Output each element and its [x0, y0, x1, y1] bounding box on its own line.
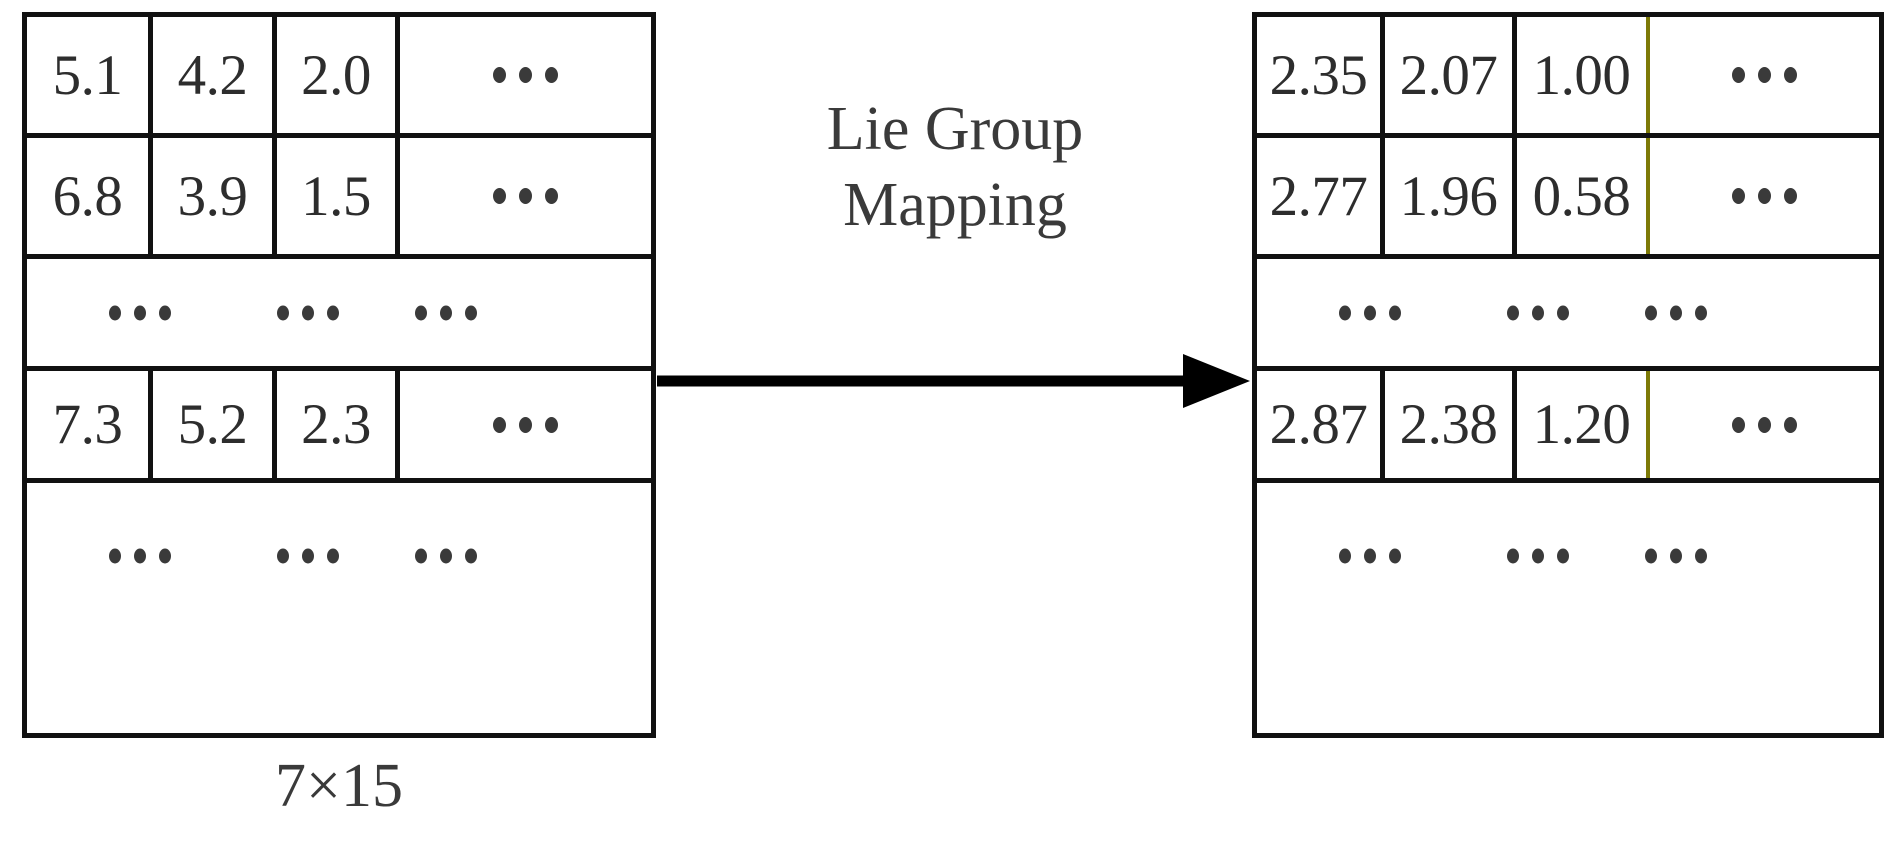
- ellipsis-icon: [1732, 188, 1797, 204]
- matrix-cell: 1.00: [1517, 17, 1650, 133]
- table-row-ellipsis: [27, 259, 651, 371]
- matrix-cell: 4.2: [153, 17, 277, 133]
- table-row: 2.35 2.07 1.00: [1257, 17, 1879, 138]
- ellipsis-icon: [1732, 67, 1797, 83]
- ellipsis-icon: [1339, 548, 1401, 563]
- input-feature-matrix: 5.1 4.2 2.0 6.8 3.9 1.5: [22, 12, 656, 738]
- matrix-cell: 7.3: [27, 371, 153, 478]
- matrix-cell: 2.38: [1385, 371, 1517, 478]
- matrix-cell-ellipsis-row: [1257, 483, 1879, 628]
- matrix-cell: 2.07: [1385, 17, 1517, 133]
- matrix-cell-ellipsis-row: [27, 259, 651, 366]
- ellipsis-icon: [493, 188, 558, 204]
- matrix-cell: 2.3: [277, 371, 400, 478]
- matrix-cell: 0.58: [1517, 138, 1650, 254]
- table-row: 2.87 2.38 1.20: [1257, 371, 1879, 483]
- ellipsis-icon: [493, 416, 558, 433]
- matrix-cell: 5.2: [153, 371, 277, 478]
- matrix-cell: 2.87: [1257, 371, 1385, 478]
- matrix-cell-ellipsis: [1650, 371, 1879, 478]
- mapping-label: Lie Group Mapping: [660, 92, 1250, 243]
- table-row: 2.77 1.96 0.58: [1257, 138, 1879, 259]
- matrix-dimension-caption: 7×15: [275, 752, 403, 820]
- ellipsis-icon: [1645, 548, 1707, 563]
- ellipsis-icon: [1339, 305, 1401, 320]
- ellipsis-icon: [415, 305, 477, 320]
- ellipsis-icon: [1507, 305, 1569, 320]
- table-row: 7.3 5.2 2.3: [27, 371, 651, 483]
- matrix-cell: 3.9: [153, 138, 277, 254]
- lie-group-mapped-matrix: 2.35 2.07 1.00 2.77 1.96 0.58: [1252, 12, 1884, 738]
- matrix-cell: 2.77: [1257, 138, 1385, 254]
- mapping-label-line-1: Lie Group: [826, 95, 1084, 163]
- table-row: 5.1 4.2 2.0: [27, 17, 651, 138]
- table-row-ellipsis: [1257, 483, 1879, 628]
- ellipsis-icon: [1507, 548, 1569, 563]
- matrix-cell: 1.5: [277, 138, 400, 254]
- matrix-cell-ellipsis-row: [27, 483, 651, 628]
- ellipsis-icon: [109, 305, 171, 320]
- table-row-ellipsis: [27, 483, 651, 628]
- matrix-cell: 2.0: [277, 17, 400, 133]
- ellipsis-icon: [493, 67, 558, 83]
- matrix-cell: 1.96: [1385, 138, 1517, 254]
- rightwards-arrow-icon: [657, 354, 1250, 408]
- table-row-ellipsis: [1257, 259, 1879, 371]
- ellipsis-icon: [415, 548, 477, 563]
- ellipsis-icon: [109, 548, 171, 563]
- matrix-cell: 1.20: [1517, 371, 1650, 478]
- table-row: 6.8 3.9 1.5: [27, 138, 651, 259]
- ellipsis-icon: [1732, 416, 1797, 433]
- matrix-cell: 6.8: [27, 138, 153, 254]
- ellipsis-icon: [277, 305, 339, 320]
- matrix-cell-ellipsis: [400, 17, 651, 133]
- matrix-cell-ellipsis: [400, 371, 651, 478]
- ellipsis-icon: [1645, 305, 1707, 320]
- matrix-cell-ellipsis: [400, 138, 651, 254]
- matrix-cell: 2.35: [1257, 17, 1385, 133]
- mapping-label-line-2: Mapping: [843, 170, 1067, 239]
- ellipsis-icon: [277, 548, 339, 563]
- matrix-cell-ellipsis: [1650, 17, 1879, 133]
- matrix-cell-ellipsis: [1650, 138, 1879, 254]
- matrix-cell-ellipsis-row: [1257, 259, 1879, 366]
- matrix-cell: 5.1: [27, 17, 153, 133]
